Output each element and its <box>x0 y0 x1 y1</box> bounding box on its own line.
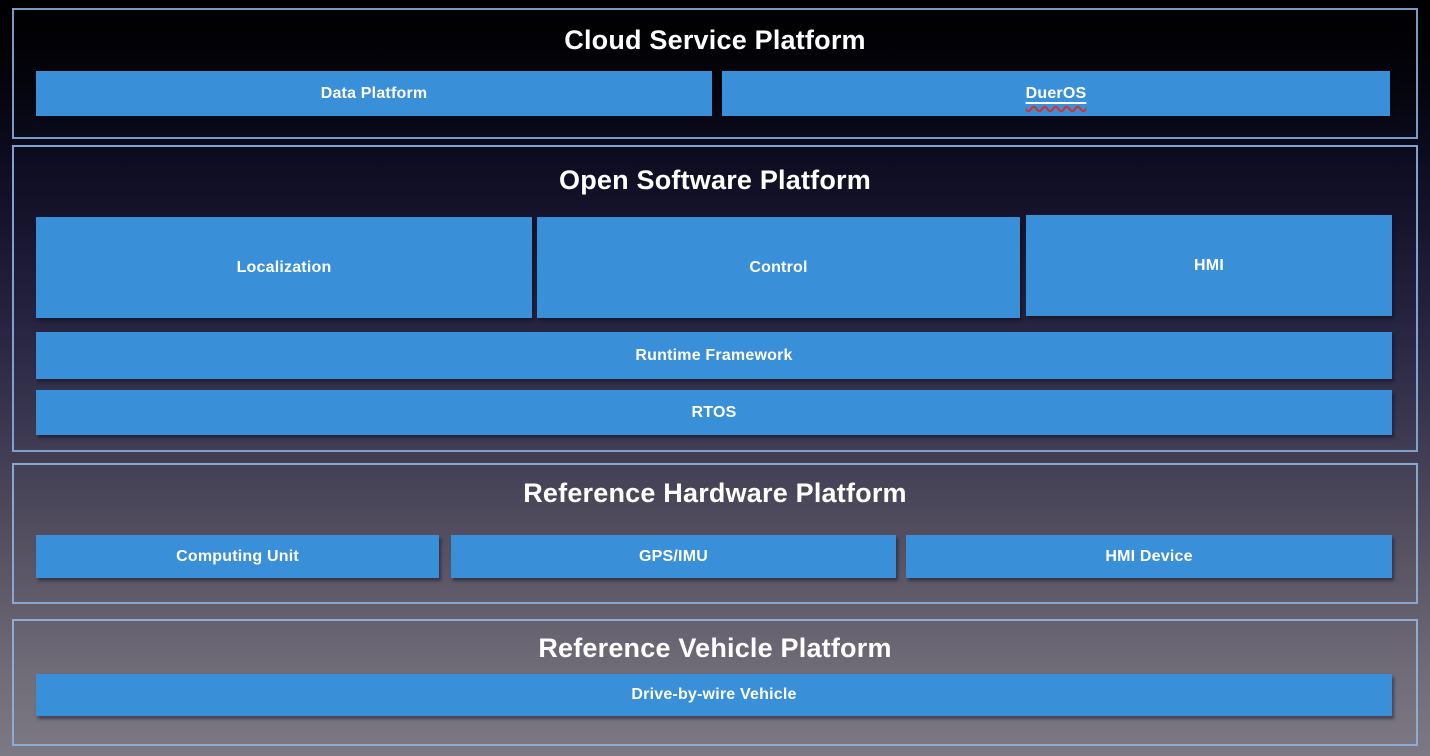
section-reference-vehicle-platform: Reference Vehicle Platform Drive-by-wire… <box>12 619 1418 746</box>
box-localization: Localization <box>36 217 532 318</box>
box-data-platform-label: Data Platform <box>320 84 428 102</box>
box-drive-by-wire-vehicle-label: Drive-by-wire Vehicle <box>631 686 797 703</box>
box-control-label: Control <box>749 258 808 276</box>
dueros-label-spellcheck-squiggle: DuerOS <box>1025 84 1087 102</box>
box-dueros: DuerOS <box>722 71 1390 116</box>
box-control: Control <box>537 217 1020 318</box>
box-gps-imu-label: GPS/IMU <box>639 547 708 565</box>
box-hmi: HMI <box>1026 215 1392 316</box>
section-title-open-software-platform: Open Software Platform <box>559 165 871 195</box>
dueros-underline: DuerOS <box>1026 85 1087 103</box>
box-hmi-device-label: HMI Device <box>1105 547 1193 565</box>
section-cloud-service-platform: Cloud Service Platform Data Platform Due… <box>12 8 1418 139</box>
box-computing-unit-label: Computing Unit <box>176 547 299 565</box>
box-rtos-label: RTOS <box>691 403 737 421</box>
box-data-platform: Data Platform <box>36 71 712 116</box>
box-localization-label: Localization <box>236 258 332 276</box>
section-reference-hardware-platform: Reference Hardware Platform Computing Un… <box>12 463 1418 604</box>
box-hmi-device: HMI Device <box>906 535 1392 578</box>
box-hmi-label: HMI <box>1194 256 1224 274</box>
box-drive-by-wire-vehicle: Drive-by-wire Vehicle <box>36 674 1392 716</box>
section-title-reference-vehicle-platform: Reference Vehicle Platform <box>538 633 892 663</box>
section-open-software-platform: Open Software Platform Localization Cont… <box>12 145 1418 452</box>
section-title-cloud-service-platform: Cloud Service Platform <box>564 25 866 55</box>
box-gps-imu: GPS/IMU <box>451 535 896 578</box>
box-runtime-framework-label: Runtime Framework <box>635 346 793 364</box>
section-title-reference-hardware-platform: Reference Hardware Platform <box>523 478 907 508</box>
box-runtime-framework: Runtime Framework <box>36 332 1392 379</box>
box-rtos: RTOS <box>36 390 1392 435</box>
box-computing-unit: Computing Unit <box>36 535 439 578</box>
